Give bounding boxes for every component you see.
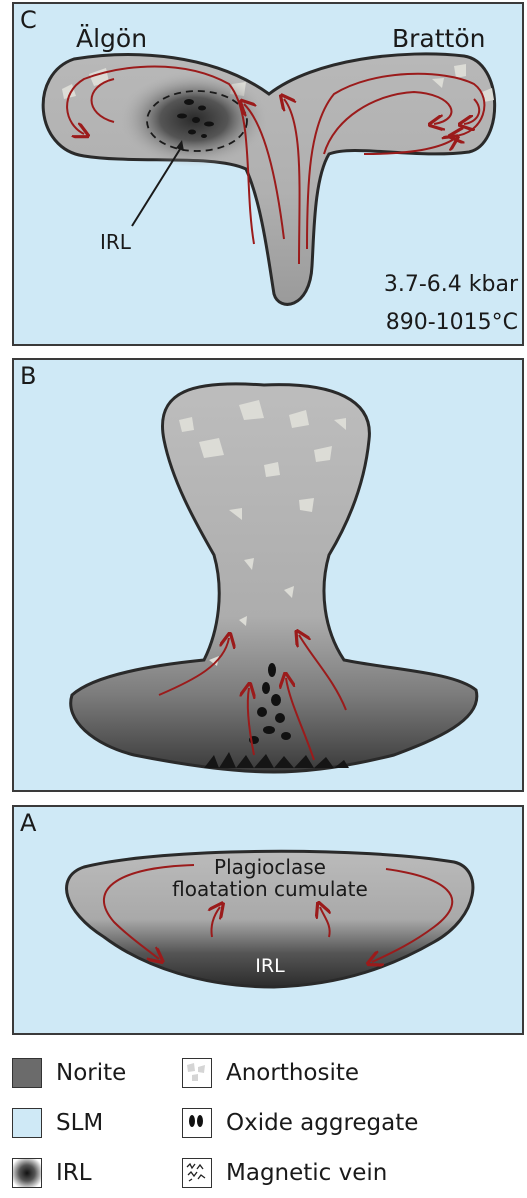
intrusion-body-c <box>43 54 495 304</box>
legend-item-slm: SLM <box>12 1108 103 1138</box>
legend-label: Norite <box>56 1060 126 1086</box>
irl-swatch-icon <box>12 1158 42 1188</box>
panel-a-letter: A <box>20 809 36 837</box>
legend-item-norite: Norite <box>12 1058 126 1088</box>
panel-b-letter: B <box>20 362 36 390</box>
panel-a: A Plagioclase floatation cumulate IRL <box>12 805 524 1035</box>
panel-b-diagram <box>14 360 524 792</box>
norite-swatch-icon <box>12 1058 42 1088</box>
legend-label: Magnetic vein <box>226 1160 387 1186</box>
pressure-label: 3.7-6.4 kbar <box>384 272 518 297</box>
slm-swatch-icon <box>12 1108 42 1138</box>
legend-item-irl: IRL <box>12 1158 92 1188</box>
plagioclase-label-line2: floatation cumulate <box>14 877 524 901</box>
magnetic-vein-swatch-icon <box>182 1158 212 1188</box>
legend-label: Anorthosite <box>226 1060 359 1086</box>
irl-label-c: IRL <box>100 230 131 254</box>
legend: Norite Anorthosite SLM Oxide aggregate I… <box>0 1040 527 1198</box>
intrusion-body-b <box>71 384 477 772</box>
anorthosite-swatch-icon <box>182 1058 212 1088</box>
legend-label: SLM <box>56 1110 103 1136</box>
panel-c-letter: C <box>20 6 37 34</box>
plagioclase-label-line1: Plagioclase <box>14 855 524 879</box>
place-algon: Älgön <box>76 24 147 53</box>
legend-item-magnetic-vein: Magnetic vein <box>182 1158 387 1188</box>
legend-label: Oxide aggregate <box>226 1110 418 1136</box>
panel-b: B <box>12 358 524 792</box>
temperature-label: 890-1015°C <box>386 310 518 335</box>
legend-item-anorthosite: Anorthosite <box>182 1058 359 1088</box>
place-bratton: Brattön <box>392 24 486 53</box>
panel-c: C Älgön Brattön IRL 3.7-6.4 kbar 890-101… <box>12 2 524 346</box>
legend-item-oxide-aggregate: Oxide aggregate <box>182 1108 418 1138</box>
legend-label: IRL <box>56 1160 92 1186</box>
irl-label-a: IRL <box>14 955 524 977</box>
oxide-aggregate-swatch-icon <box>182 1108 212 1138</box>
panel-a-diagram <box>14 807 524 1035</box>
